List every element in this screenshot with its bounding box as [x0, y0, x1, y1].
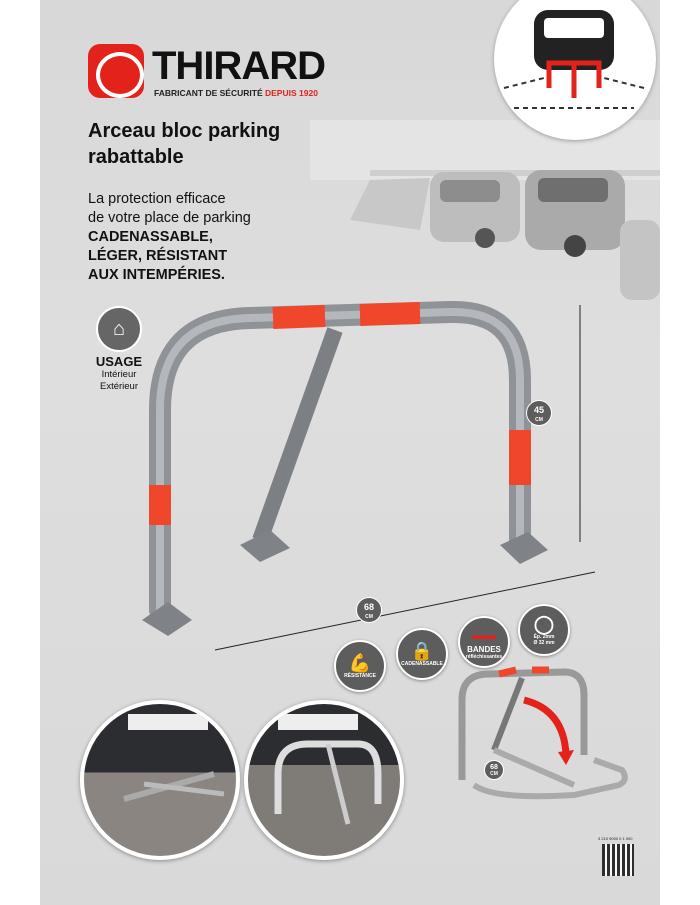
feature-sublabel: Ø 32 mm — [533, 640, 555, 646]
usage-illustration — [494, 0, 656, 140]
usage-indoor: Intérieur — [101, 369, 137, 380]
feature-label: Ép. 2mm — [533, 634, 555, 640]
description-line: de votre place de parking — [88, 210, 251, 226]
feature-sublabel: réfléchissantes — [465, 653, 503, 660]
height-unit: CM — [535, 417, 543, 423]
height-value: 45 — [533, 405, 544, 415]
padlock-icon: 🔒 — [410, 641, 434, 661]
description-highlight: LÉGER, RÉSISTANT — [88, 248, 228, 264]
reflector-icon: ▬▬ — [472, 627, 496, 642]
feature-label: RÉSISTANCE — [344, 673, 376, 679]
barcode-text: 3 210 9000 0 1 000 — [598, 836, 633, 841]
qr-code — [602, 844, 634, 876]
product-main-image — [142, 300, 596, 651]
product-description: La protection efficace de votre place de… — [88, 190, 251, 285]
feature-label: BANDES — [467, 644, 501, 654]
description-highlight: AUX INTEMPÉRIES. — [88, 267, 225, 283]
usage-block: USAGE Intérieur Extérieur — [88, 354, 150, 393]
photo-folded — [80, 700, 240, 860]
description-highlight: CADENASSABLE, — [88, 229, 213, 245]
feature-label: CADENASSABLE — [401, 661, 443, 667]
usage-outdoor: Extérieur — [99, 381, 138, 392]
product-title: Arceau bloc parking rabattable — [88, 120, 281, 168]
brand-tagline: FABRICANT DE SÉCURITÉ DEPUIS 1920 — [154, 88, 318, 98]
tagline-text: FABRICANT DE SÉCURITÉ — [154, 88, 263, 98]
fold-width-unit: CM — [490, 771, 498, 777]
house-weather-icon: ⌂ — [96, 306, 142, 352]
feature-resistance: 💪RÉSISTANCE — [334, 640, 386, 692]
width-unit: CM — [365, 614, 373, 620]
tagline-accent: DEPUIS 1920 — [265, 88, 318, 98]
brand-name: THIRARD — [152, 44, 326, 88]
folding-diagram — [458, 666, 628, 800]
fold-width-value: 68 — [490, 764, 498, 771]
feature-lockable: 🔒CADENASSABLE — [396, 628, 448, 680]
width-value: 68 — [363, 602, 374, 612]
tube-section-icon: ◯ — [533, 614, 555, 634]
muscle-arm-icon: 💪 — [348, 653, 372, 673]
description-line: La protection efficace — [88, 191, 226, 207]
brand-logo-mark — [88, 44, 144, 98]
photo-raised — [244, 700, 404, 860]
usage-label: USAGE — [95, 354, 143, 369]
